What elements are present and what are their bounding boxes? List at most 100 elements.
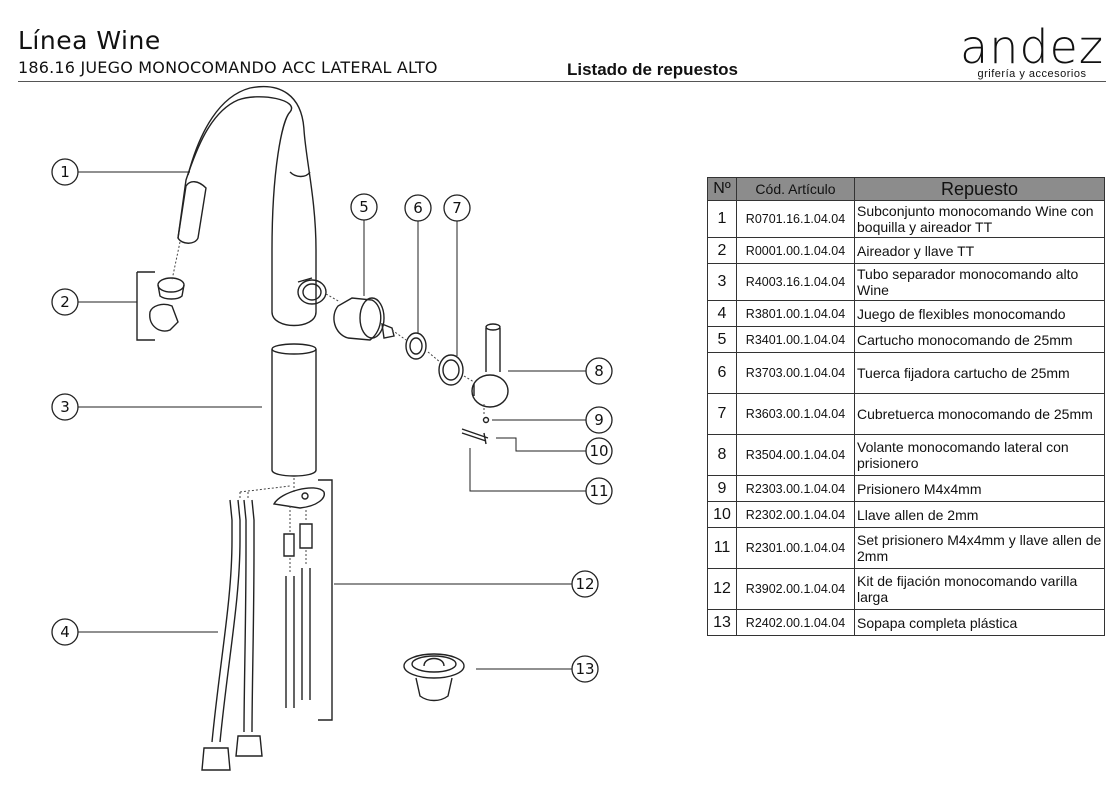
column-header-code: Cód. Artículo <box>736 177 855 201</box>
aerator-part <box>136 271 185 341</box>
row-code: R3902.00.1.04.04 <box>736 568 855 610</box>
mounting-kit-part <box>272 479 333 721</box>
row-code: R3504.00.1.04.04 <box>736 434 855 476</box>
row-number: 5 <box>707 326 737 353</box>
callout-7 <box>443 194 471 222</box>
row-number: 13 <box>707 609 737 636</box>
row-code: R2402.00.1.04.04 <box>736 609 855 636</box>
set-screw-part <box>461 416 490 445</box>
callout-3 <box>51 393 79 421</box>
row-code: R3801.00.1.04.04 <box>736 300 855 327</box>
row-code: R0001.00.1.04.04 <box>736 237 855 264</box>
callout-10 <box>585 437 613 465</box>
callout-label: 6 <box>413 199 423 217</box>
callout-label: 2 <box>60 293 70 311</box>
row-number: 12 <box>707 568 737 610</box>
row-description: Cubretuerca monocomando de 25mm <box>854 393 1105 435</box>
row-code: R2302.00.1.04.04 <box>736 501 855 528</box>
row-description: Prisionero M4x4mm <box>854 475 1105 502</box>
table-row: 9 R2303.00.1.04.04 Prisionero M4x4mm <box>707 475 1105 502</box>
callout-6 <box>404 194 432 222</box>
row-description: Kit de fijación monocomando varilla larg… <box>854 568 1105 610</box>
row-number: 1 <box>707 200 737 238</box>
callout-label: 10 <box>589 442 608 460</box>
row-number: 3 <box>707 263 737 301</box>
table-row: 5 R3401.00.1.04.04 Cartucho monocomando … <box>707 326 1105 353</box>
row-description: Cartucho monocomando de 25mm <box>854 326 1105 353</box>
table-row: 11 R2301.00.1.04.04 Set prisionero M4x4m… <box>707 527 1105 569</box>
table-row: 10 R2302.00.1.04.04 Llave allen de 2mm <box>707 501 1105 528</box>
callout-label: 3 <box>60 398 70 416</box>
column-header-number: Nº <box>707 177 737 201</box>
table-row: 2 R0001.00.1.04.04 Aireador y llave TT <box>707 237 1105 264</box>
table-row: 6 R3703.00.1.04.04 Tuerca fijadora cartu… <box>707 352 1105 394</box>
document-title: Línea Wine <box>18 26 161 55</box>
callout-label: 9 <box>594 411 604 429</box>
row-number: 10 <box>707 501 737 528</box>
faucet-body-part <box>177 86 327 327</box>
fixing-nut-part <box>405 332 427 360</box>
row-number: 11 <box>707 527 737 569</box>
drain-part <box>403 653 465 702</box>
cartridge-part <box>333 297 395 341</box>
row-description: Volante monocomando lateral con prisione… <box>854 434 1105 476</box>
brand-tagline: grifería y accesorios <box>977 68 1087 80</box>
row-description: Subconjunto monocomando Wine con boquill… <box>854 200 1105 238</box>
callout-label: 11 <box>589 482 608 500</box>
row-code: R4003.16.1.04.04 <box>736 263 855 301</box>
row-description: Tubo separador monocomando alto Wine <box>854 263 1105 301</box>
separator-tube-part <box>271 343 317 477</box>
callout-label: 5 <box>359 198 369 216</box>
callout-label: 7 <box>452 199 462 217</box>
row-number: 6 <box>707 352 737 394</box>
header-divider <box>18 81 1106 82</box>
callout-label: 12 <box>575 575 594 593</box>
callout-label: 4 <box>60 623 70 641</box>
callout-8 <box>585 357 613 385</box>
row-code: R3603.00.1.04.04 <box>736 393 855 435</box>
callout-label: 13 <box>575 660 594 678</box>
row-code: R3703.00.1.04.04 <box>736 352 855 394</box>
callout-11 <box>585 477 613 505</box>
nut-cover-part <box>438 354 464 386</box>
row-description: Aireador y llave TT <box>854 237 1105 264</box>
table-row: 13 R2402.00.1.04.04 Sopapa completa plás… <box>707 609 1105 636</box>
callout-4 <box>51 618 79 646</box>
callout-5 <box>350 193 378 221</box>
spare-parts-table: Nº Cód. Artículo Repuesto 1 R0701.16.1.0… <box>707 177 1105 636</box>
callout-13 <box>571 655 599 683</box>
row-number: 7 <box>707 393 737 435</box>
callout-12 <box>571 570 599 598</box>
row-description: Set prisionero M4x4mm y llave allen de 2… <box>854 527 1105 569</box>
row-number: 2 <box>707 237 737 264</box>
column-header-part: Repuesto <box>854 177 1105 201</box>
callout-1 <box>51 158 79 186</box>
table-row: 8 R3504.00.1.04.04 Volante monocomando l… <box>707 434 1105 476</box>
row-description: Llave allen de 2mm <box>854 501 1105 528</box>
row-description: Tuerca fijadora cartucho de 25mm <box>854 352 1105 394</box>
table-row: 4 R3801.00.1.04.04 Juego de flexibles mo… <box>707 300 1105 327</box>
row-code: R0701.16.1.04.04 <box>736 200 855 238</box>
row-number: 8 <box>707 434 737 476</box>
row-number: 9 <box>707 475 737 502</box>
row-description: Juego de flexibles monocomando <box>854 300 1105 327</box>
row-description: Sopapa completa plástica <box>854 609 1105 636</box>
brand-name: andez <box>960 20 1104 74</box>
document-subtitle: 186.16 JUEGO MONOCOMANDO ACC LATERAL ALT… <box>18 58 438 77</box>
lateral-handle-part <box>471 323 509 408</box>
row-code: R2303.00.1.04.04 <box>736 475 855 502</box>
row-code: R3401.00.1.04.04 <box>736 326 855 353</box>
table-row: 12 R3902.00.1.04.04 Kit de fijación mono… <box>707 568 1105 610</box>
table-row: 3 R4003.16.1.04.04 Tubo separador monoco… <box>707 263 1105 301</box>
callout-label: 8 <box>594 362 604 380</box>
exploded-parts-diagram: 1 2 3 4 5 6 7 8 9 10 11 12 13 <box>51 86 613 771</box>
callout-label: 1 <box>60 163 70 181</box>
callout-2 <box>51 288 79 316</box>
table-header-row: Nº Cód. Artículo Repuesto <box>707 177 1105 201</box>
section-title: Listado de repuestos <box>567 60 738 79</box>
row-number: 4 <box>707 300 737 327</box>
table-row: 7 R3603.00.1.04.04 Cubretuerca monocoman… <box>707 393 1105 435</box>
flexible-hoses-part <box>201 499 263 771</box>
brand-logo: andez grifería y accesorios <box>957 24 1107 80</box>
table-row: 1 R0701.16.1.04.04 Subconjunto monocoman… <box>707 200 1105 238</box>
